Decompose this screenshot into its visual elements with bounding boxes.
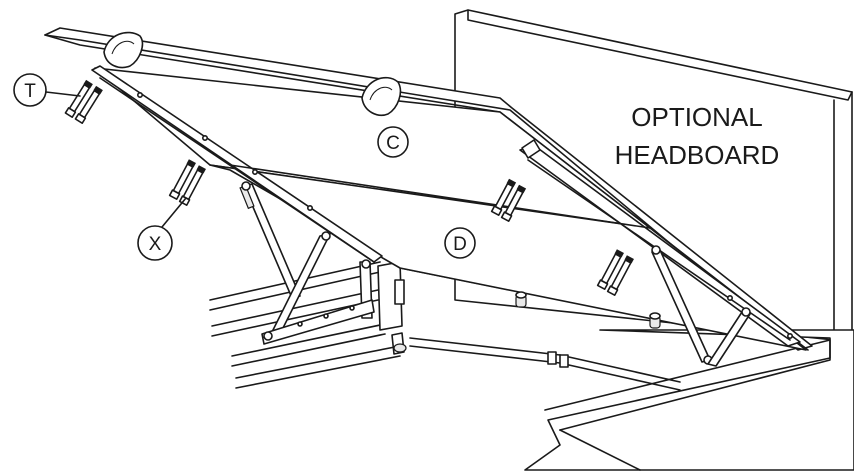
headboard-label-line1: OPTIONAL (631, 102, 762, 132)
callout-D: D (444, 227, 476, 259)
bed-base-frame (209, 261, 854, 471)
callout-X: X (137, 197, 187, 261)
strap-handle-right (361, 76, 402, 116)
callout-X-label: X (149, 234, 162, 255)
gas-strut-left (239, 181, 301, 299)
lift-arm-left (261, 231, 375, 345)
bolts-right (596, 249, 634, 296)
lift-arm-right (707, 307, 751, 367)
callout-T: T (13, 73, 81, 107)
callout-C-label: C (386, 133, 400, 154)
bolts-center (490, 178, 527, 222)
bracket-right-top (521, 139, 541, 159)
callout-C: C (377, 126, 409, 158)
strap-handle-left (103, 31, 144, 69)
bolts-X (168, 159, 206, 206)
headboard-label-line2: HEADBOARD (615, 140, 780, 170)
support-feet (515, 291, 661, 329)
callout-T-label: T (24, 81, 36, 102)
callout-D-label: D (453, 234, 467, 255)
bolts-T (64, 79, 103, 125)
